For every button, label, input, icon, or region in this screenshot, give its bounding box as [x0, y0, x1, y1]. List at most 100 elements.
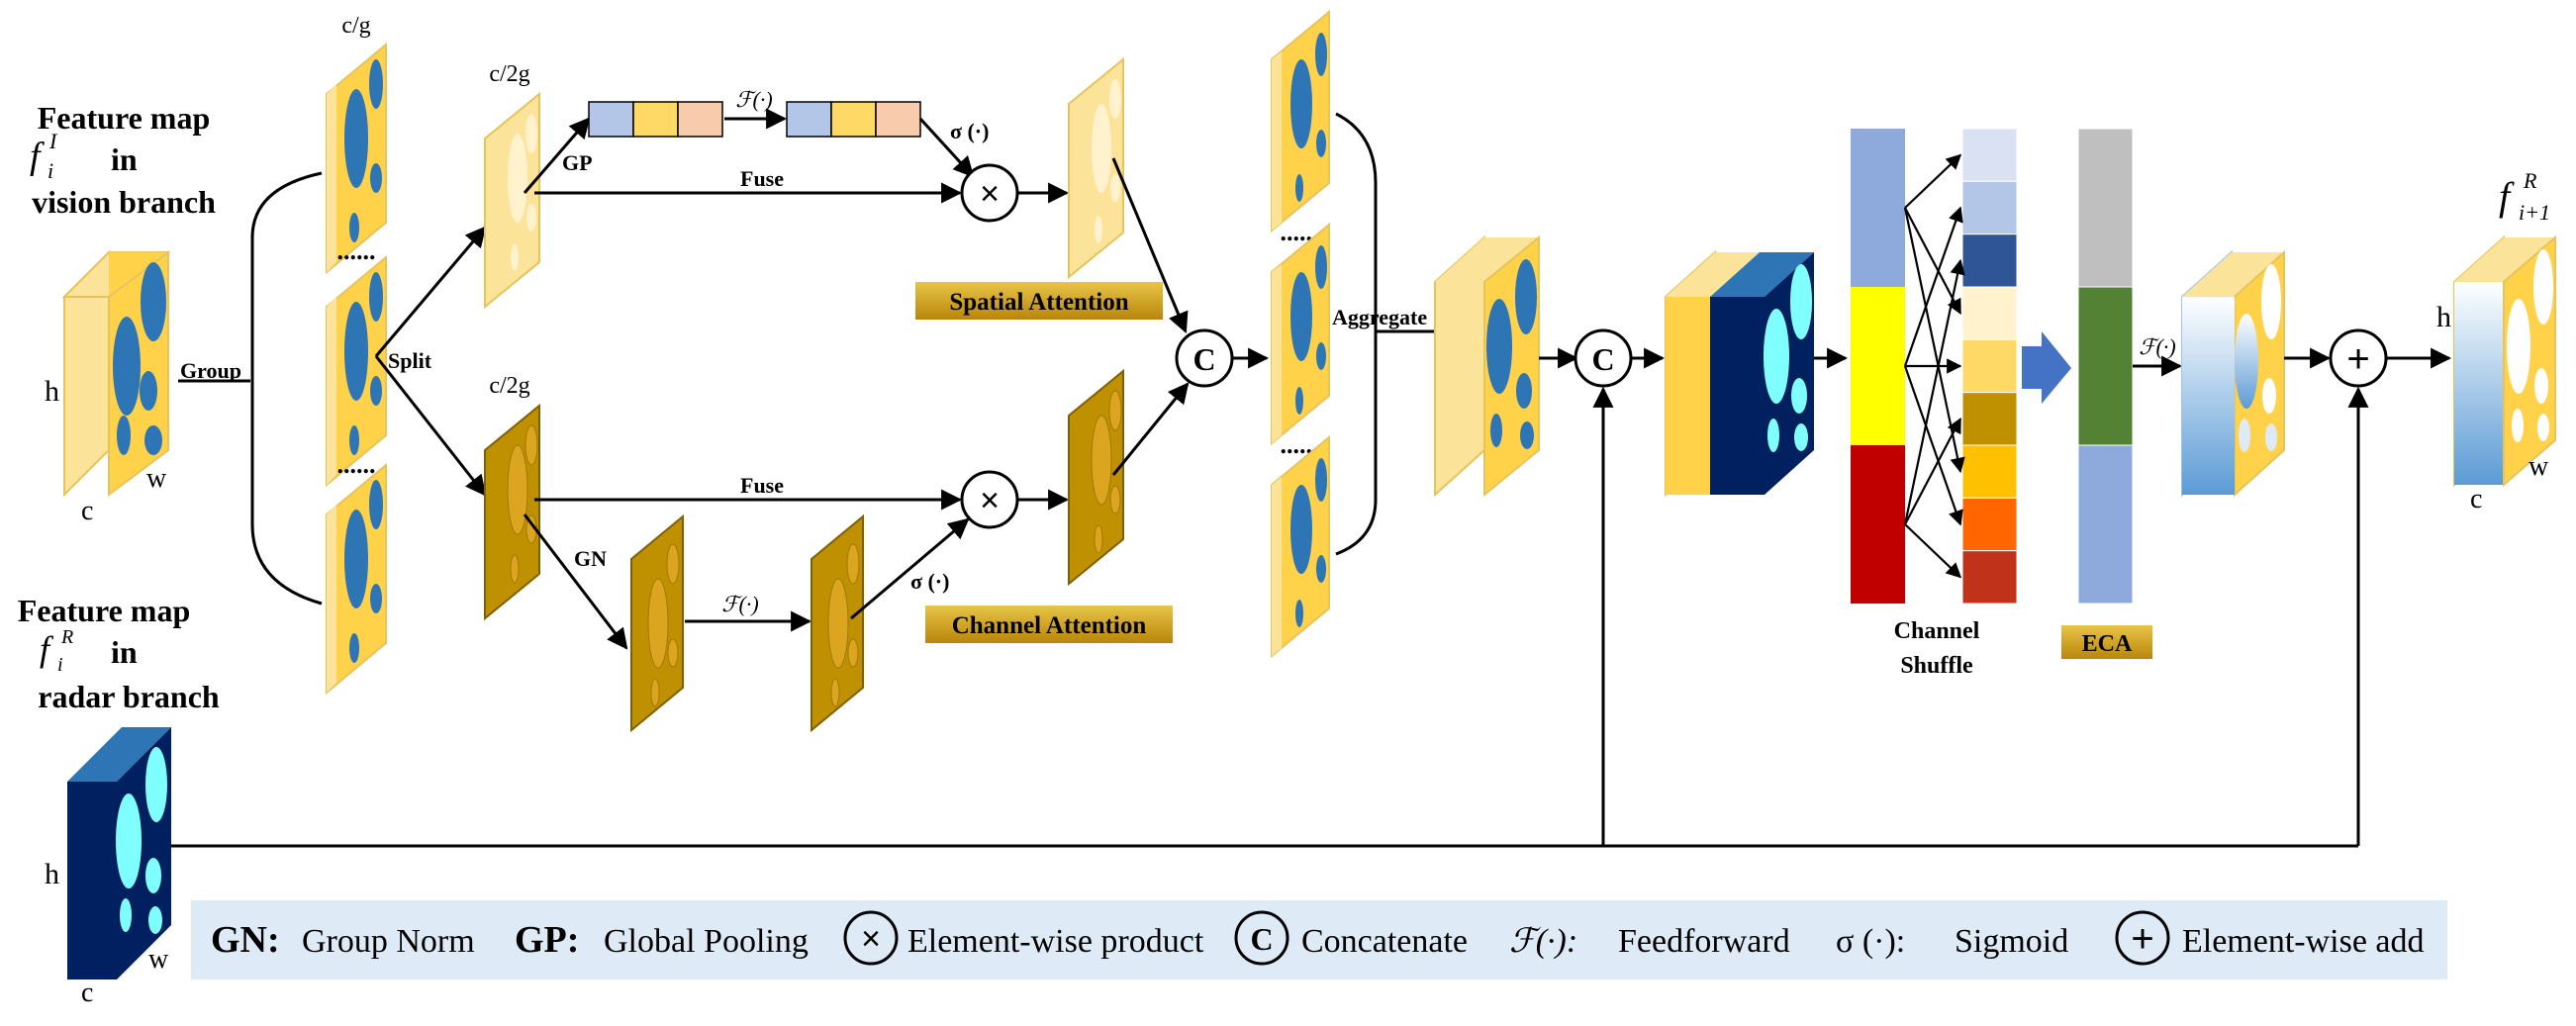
gp-label: GP — [562, 150, 593, 175]
attention-cube — [2181, 249, 2285, 498]
channel-slice — [484, 403, 540, 621]
radar-c-label: c — [81, 978, 93, 1008]
shuffle-arrow — [1904, 523, 1962, 579]
spatial-attention-label: Spatial Attention — [949, 289, 1128, 316]
split-label: Split — [388, 348, 432, 373]
channel-attention-box — [925, 606, 1173, 643]
channel-output-slice — [1068, 368, 1124, 587]
shuffle-arrow — [1904, 417, 1961, 525]
shuffle-right-segment — [1961, 180, 2018, 235]
block-arrow — [2022, 331, 2071, 404]
channel-shuffle-label-2: Shuffle — [1900, 653, 1973, 679]
ff-label-top: ℱ(·) — [735, 87, 772, 112]
product-node-bottom: × — [960, 470, 1019, 529]
group-slice-bottom — [326, 462, 387, 696]
legend-product-symbol: × — [861, 920, 881, 958]
radar-w-label: w — [148, 944, 169, 975]
shuffle-arrow — [1903, 206, 1963, 367]
eca-bar — [2077, 128, 2134, 605]
output-c-label: c — [2470, 484, 2482, 514]
radar-title-1: Feature map — [18, 593, 190, 628]
c-over-g-label: c/g — [341, 13, 370, 39]
vision-input-cube — [61, 249, 171, 498]
radar-title-2: radar branch — [38, 679, 220, 714]
shuffle-left-segment — [1851, 287, 1905, 445]
shuffle-arrows — [1903, 153, 1965, 579]
shuffle-arrow — [1904, 207, 1961, 316]
output-f-symbol: f — [2499, 174, 2515, 219]
legend-add-symbol: + — [2131, 917, 2153, 961]
legend-add-icon — [2115, 910, 2170, 966]
legend-gp-val: Global Pooling — [604, 923, 809, 960]
fuse-label-top: Fuse — [740, 166, 784, 191]
output-cube — [2453, 234, 2556, 488]
vision-w-label: w — [146, 463, 167, 494]
shuffle-right-segment — [1961, 392, 2018, 446]
shuffle-left-bar — [1851, 129, 1905, 604]
channel-attention-label: Channel Attention — [952, 612, 1147, 639]
gn-arrow — [523, 513, 628, 650]
eca-segment — [2077, 128, 2134, 288]
svg-text:C: C — [1193, 341, 1215, 377]
radar-h-label: h — [45, 858, 59, 890]
product-node-top: × — [960, 163, 1019, 223]
group-slice-top — [326, 42, 387, 275]
ff-vector — [786, 101, 921, 138]
spatial-attention-box — [915, 282, 1163, 320]
shuffle-left-segment — [1851, 129, 1905, 287]
spatial-to-concat — [1111, 157, 1189, 333]
radar-input-cube — [67, 727, 171, 979]
svg-text:C: C — [1591, 341, 1614, 377]
concat-cube — [1665, 249, 1814, 498]
vision-title-1: Feature map — [38, 100, 210, 136]
output-f-superscript: R — [2523, 168, 2537, 193]
output-w-label: w — [2528, 451, 2549, 482]
gn-slice — [630, 513, 684, 733]
vision-in: in — [111, 141, 138, 177]
shuffle-right-segment — [1961, 444, 2018, 499]
spatial-slice — [484, 91, 540, 310]
legend: GN: Group Norm GP: Global Pooling × Elem… — [211, 910, 2425, 966]
c-over-2g-label-top: c/2g — [489, 61, 529, 87]
vision-h-label: h — [45, 375, 59, 408]
spatial-output-slice — [1068, 56, 1124, 280]
legend-panel — [191, 900, 2447, 979]
shuffle-arrow — [1903, 207, 1965, 474]
vision-f-subscript: i — [48, 158, 53, 183]
fuse-label-bottom: Fuse — [740, 473, 784, 498]
eca-ff-label: ℱ(·) — [2139, 334, 2175, 359]
legend-gn-key: GN: — [211, 919, 280, 961]
group-slice-mid — [326, 254, 387, 488]
shuffle-right-segment — [1961, 128, 2018, 182]
eca-segment — [2077, 444, 2134, 605]
shuffle-right-segment — [1961, 286, 2018, 340]
svg-text:+: + — [2346, 337, 2369, 381]
channel-shuffle-label-1: Channel — [1894, 618, 1980, 644]
legend-add-val: Element-wise add — [2182, 923, 2425, 960]
ff-label-bottom: ℱ(·) — [721, 592, 758, 616]
split-arrow-up — [374, 226, 487, 357]
legend-gn-val: Group Norm — [302, 923, 475, 960]
ff-slice — [811, 513, 864, 733]
aggregated-cube — [1434, 234, 1540, 498]
radar-f-superscript: R — [60, 626, 73, 648]
radar-in: in — [111, 634, 138, 670]
add-node: + — [2329, 328, 2388, 388]
gp-arrow — [523, 117, 591, 194]
sigmoid-label-top: σ (·) — [950, 119, 989, 143]
group-label: Group — [180, 358, 241, 383]
legend-sigmoid-val: Sigmoid — [1955, 923, 2068, 960]
c-over-2g-label-bottom: c/2g — [489, 373, 529, 399]
agg-slice-top — [1271, 9, 1330, 233]
vision-c-label: c — [81, 496, 93, 526]
legend-product-icon — [843, 910, 899, 966]
shuffle-left-segment — [1851, 445, 1905, 604]
sigmoid-arrow-top — [918, 117, 975, 178]
concat-node-2: C — [1574, 328, 1633, 388]
eca-label: ECA — [2082, 631, 2133, 657]
agg-slice-mid — [1271, 222, 1330, 446]
group-brace — [250, 171, 323, 606]
legend-product-val: Element-wise product — [907, 923, 1204, 960]
